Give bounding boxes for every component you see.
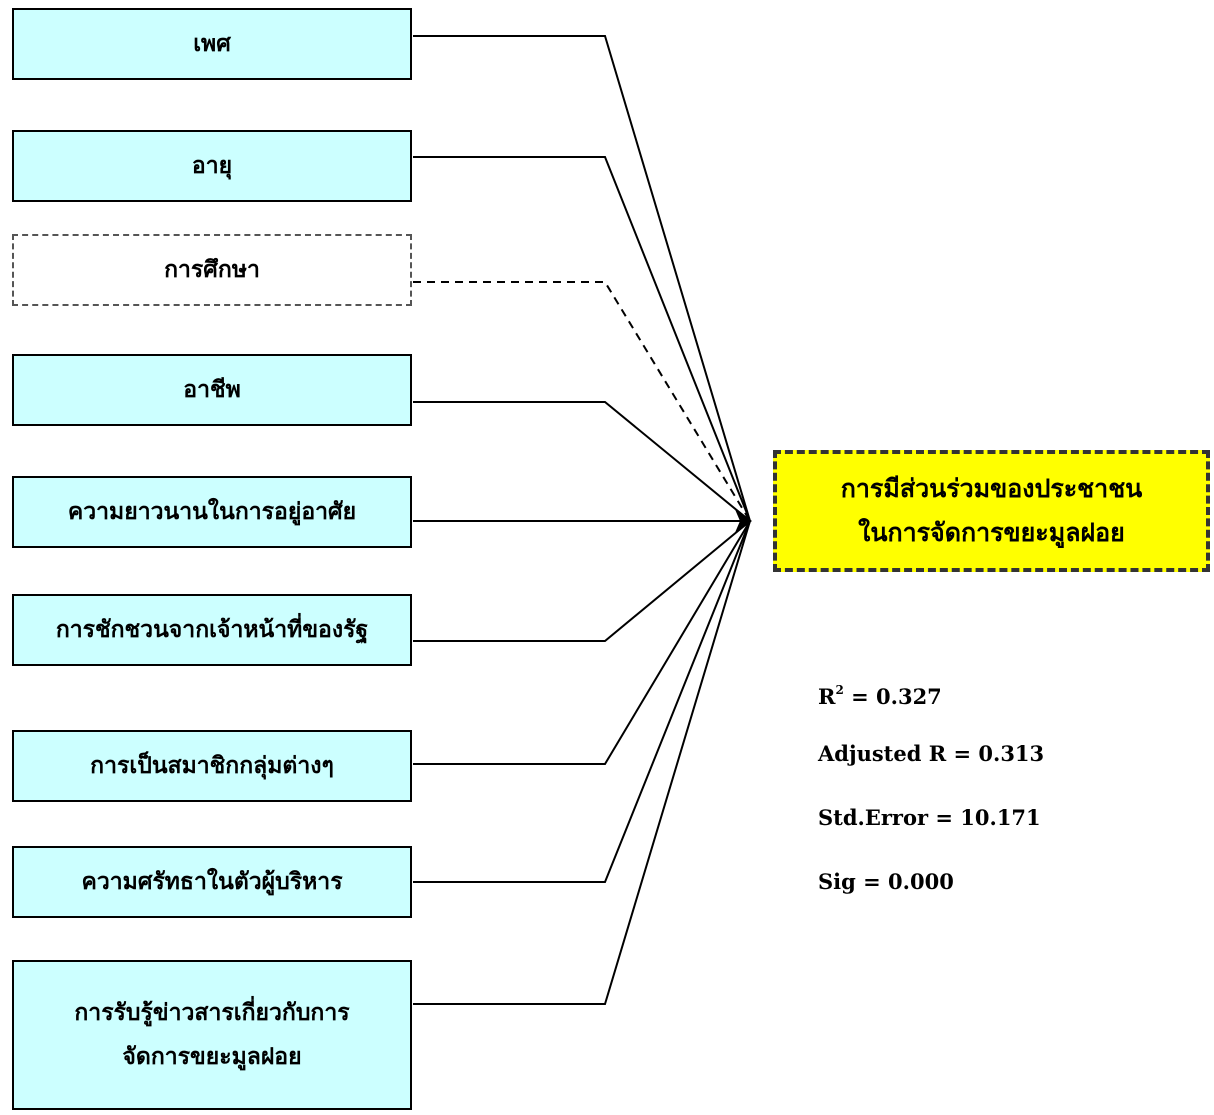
variable-box-age: อายุ — [12, 130, 412, 202]
variable-label: การศึกษา — [164, 256, 260, 284]
variable-box-occupation: อาชีพ — [12, 354, 412, 426]
connector-line — [413, 281, 751, 522]
connector-line — [413, 156, 751, 522]
variable-box-residence-duration: ความยาวนานในการอยู่อาศัย — [12, 476, 412, 548]
adjusted-r: Adjusted R = 0.313 — [818, 741, 1045, 766]
connector-line — [413, 520, 751, 642]
variable-label: อายุ — [191, 152, 233, 180]
r-squared-symbol: R — [818, 684, 836, 709]
significance: Sig = 0.000 — [818, 869, 954, 894]
regression-statistics: R2 = 0.327 Adjusted R = 0.313 Std.Error … — [818, 675, 1044, 931]
variable-label-line2: จัดการขยะมูลฝอย — [122, 1043, 302, 1070]
dependent-variable-line2: ในการจัดการขยะมูลฝอย — [858, 518, 1125, 547]
dependent-variable-line1: การมีส่วนร่วมของประชาชน — [840, 474, 1143, 504]
variable-label-line1: การรับรู้ข่าวสารเกี่ยวกับการ — [74, 999, 350, 1027]
variable-box-faith-in-executive: ความศรัทธาในตัวผู้บริหาร — [12, 846, 412, 918]
variable-label: การเป็นสมาชิกกลุ่มต่างๆ — [90, 752, 334, 780]
variable-box-group-membership: การเป็นสมาชิกกลุ่มต่างๆ — [12, 730, 412, 802]
variable-box-gender: เพศ — [12, 8, 412, 80]
variable-label: เพศ — [193, 30, 231, 58]
arrowhead — [734, 507, 752, 535]
r-squared-exponent: 2 — [835, 683, 844, 697]
variable-label: ความศรัทธาในตัวผู้บริหาร — [81, 868, 343, 896]
variable-box-waste-information: การรับรู้ข่าวสารเกี่ยวกับการ จัดการขยะมู… — [12, 960, 412, 1110]
r-squared-value: = 0.327 — [851, 684, 942, 709]
variable-label: การชักชวนจากเจ้าหน้าที่ของรัฐ — [55, 616, 369, 644]
variable-label: อาชีพ — [183, 376, 241, 404]
std-error: Std.Error = 10.171 — [818, 805, 1041, 830]
dependent-variable-box: การมีส่วนร่วมของประชาชน ในการจัดการขยะมู… — [773, 450, 1210, 572]
connector-line — [413, 35, 751, 522]
variable-box-official-persuasion: การชักชวนจากเจ้าหน้าที่ของรัฐ — [12, 594, 412, 666]
connector-line — [413, 401, 751, 522]
r-squared: R2 = 0.327 — [818, 675, 1044, 739]
connector-line — [413, 520, 751, 765]
variable-label: ความยาวนานในการอยู่อาศัย — [67, 498, 357, 526]
connector-line — [413, 520, 751, 1005]
connector-line — [413, 520, 751, 883]
variable-box-education: การศึกษา — [12, 234, 412, 306]
